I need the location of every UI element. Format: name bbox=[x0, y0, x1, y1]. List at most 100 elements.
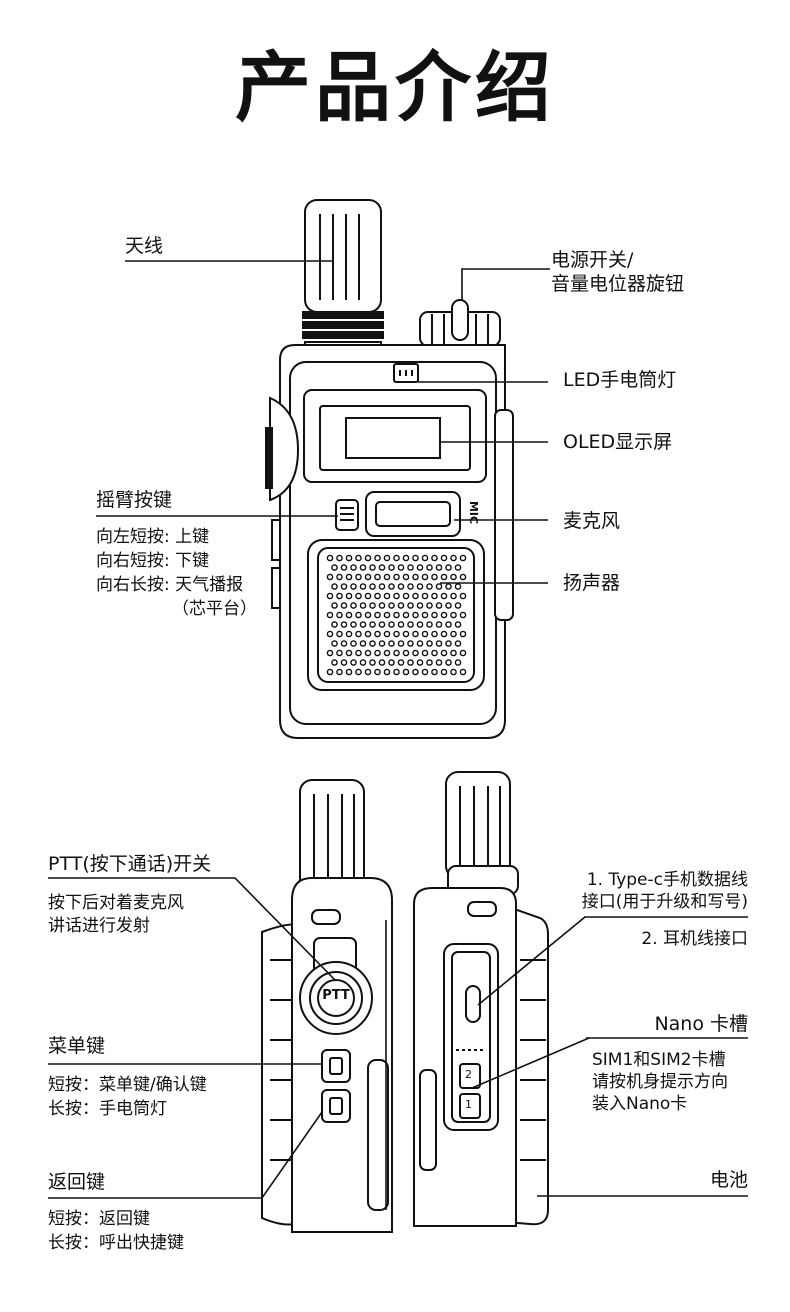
speaker-hole bbox=[388, 564, 395, 571]
speaker-hole bbox=[331, 659, 338, 666]
typec-label-line2: 接口(用于升级和写号) bbox=[581, 892, 748, 912]
speaker-hole bbox=[350, 564, 357, 571]
speaker-hole bbox=[450, 668, 457, 676]
speaker-hole bbox=[421, 630, 429, 638]
speaker-hole bbox=[378, 564, 386, 571]
oled-label: OLED显示屏 bbox=[563, 431, 673, 453]
speaker-hole bbox=[340, 640, 348, 647]
speaker-hole bbox=[426, 602, 433, 609]
speaker-hole bbox=[445, 602, 452, 609]
speaker-hole bbox=[369, 640, 376, 647]
speaker-hole bbox=[331, 640, 338, 647]
speaker-hole bbox=[345, 592, 353, 600]
rocker-title: 摇臂按键 bbox=[96, 489, 173, 511]
speaker-hole bbox=[393, 630, 400, 638]
speaker-hole bbox=[445, 583, 452, 590]
speaker-hole bbox=[331, 583, 338, 590]
speaker-hole bbox=[378, 621, 386, 628]
speaker-hole bbox=[345, 554, 353, 562]
nano-slot-desc: SIM1和SIM2卡槽 请按机身提示方向 装入Nano卡 bbox=[592, 1049, 728, 1115]
speaker-hole bbox=[440, 630, 448, 638]
typec-label-line1: 1. Type-c手机数据线 bbox=[586, 870, 748, 890]
speaker-hole bbox=[355, 592, 362, 600]
speaker-hole bbox=[378, 602, 386, 609]
mic-label: 麦克风 bbox=[563, 510, 621, 532]
speaker-hole bbox=[364, 573, 372, 581]
back-key-line1: 短按：返回键 bbox=[48, 1209, 150, 1229]
speaker-hole bbox=[378, 659, 386, 666]
speaker-hole bbox=[435, 564, 443, 571]
speaker-hole bbox=[336, 649, 343, 657]
speaker-hole bbox=[402, 668, 410, 676]
rocker-line4: （芯平台） bbox=[172, 599, 257, 619]
speaker-hole bbox=[402, 592, 410, 600]
speaker-hole bbox=[336, 573, 343, 581]
speaker-hole bbox=[412, 611, 419, 619]
speaker-hole bbox=[326, 649, 334, 657]
speaker-hole bbox=[340, 602, 348, 609]
speaker-hole bbox=[383, 573, 391, 581]
speaker-hole bbox=[459, 554, 467, 562]
speaker-hole bbox=[364, 611, 372, 619]
speaker-hole bbox=[397, 602, 405, 609]
menu-key-line1: 短按：菜单键/确认键 bbox=[48, 1075, 207, 1095]
nano-slot-title: Nano 卡槽 bbox=[654, 1013, 748, 1035]
speaker-hole bbox=[454, 659, 462, 666]
speaker-hole bbox=[426, 583, 433, 590]
speaker-hole bbox=[374, 573, 381, 581]
speaker-hole bbox=[459, 573, 467, 581]
speaker-hole bbox=[326, 573, 334, 581]
speaker-hole bbox=[388, 583, 395, 590]
speaker-hole bbox=[336, 630, 343, 638]
speaker-hole bbox=[359, 564, 367, 571]
speaker-hole bbox=[331, 564, 338, 571]
speaker-hole bbox=[364, 630, 372, 638]
speaker-hole bbox=[326, 630, 334, 638]
speaker-hole bbox=[440, 611, 448, 619]
speaker-hole bbox=[454, 564, 462, 571]
speaker-hole bbox=[454, 640, 462, 647]
speaker-hole bbox=[440, 592, 448, 600]
speaker-hole bbox=[431, 592, 438, 600]
speaker-hole bbox=[374, 554, 381, 562]
antenna-label: 天线 bbox=[125, 235, 164, 257]
speaker-hole bbox=[416, 659, 424, 666]
sim1-mark: 1 bbox=[465, 1098, 472, 1111]
speaker-hole bbox=[450, 554, 457, 562]
speaker-hole bbox=[426, 564, 433, 571]
speaker-hole bbox=[364, 649, 372, 657]
front-view bbox=[265, 199, 514, 739]
speaker-hole bbox=[435, 640, 443, 647]
speaker-hole bbox=[450, 573, 457, 581]
speaker-hole bbox=[383, 668, 391, 676]
menu-key-line2: 长按：手电筒灯 bbox=[48, 1099, 167, 1119]
speaker-hole bbox=[369, 583, 376, 590]
rocker-line3: 向右长按: 天气播报 bbox=[96, 575, 244, 595]
speaker-hole bbox=[336, 611, 343, 619]
speaker-hole bbox=[369, 659, 376, 666]
speaker-hole bbox=[374, 611, 381, 619]
page-title: 产品介绍 bbox=[235, 43, 555, 132]
speaker-hole bbox=[355, 554, 362, 562]
power-knob-label: 电源开关/ 音量电位器旋钮 bbox=[551, 248, 684, 296]
speaker-hole bbox=[374, 630, 381, 638]
speaker-hole bbox=[340, 564, 348, 571]
speaker-hole bbox=[345, 668, 353, 676]
mic-mark: MIC bbox=[467, 500, 481, 525]
speaker-hole bbox=[416, 621, 424, 628]
speaker-hole bbox=[350, 583, 357, 590]
speaker-hole bbox=[412, 554, 419, 562]
speaker-hole bbox=[402, 630, 410, 638]
callout-lines bbox=[48, 260, 748, 1199]
speaker-hole bbox=[402, 573, 410, 581]
speaker-hole bbox=[355, 649, 362, 657]
speaker-hole bbox=[416, 602, 424, 609]
speaker-hole bbox=[407, 659, 414, 666]
speaker-hole bbox=[407, 640, 414, 647]
speaker-hole bbox=[435, 602, 443, 609]
speaker-hole bbox=[326, 592, 334, 600]
speaker-hole bbox=[355, 611, 362, 619]
speaker-hole bbox=[345, 611, 353, 619]
speaker-hole bbox=[402, 554, 410, 562]
